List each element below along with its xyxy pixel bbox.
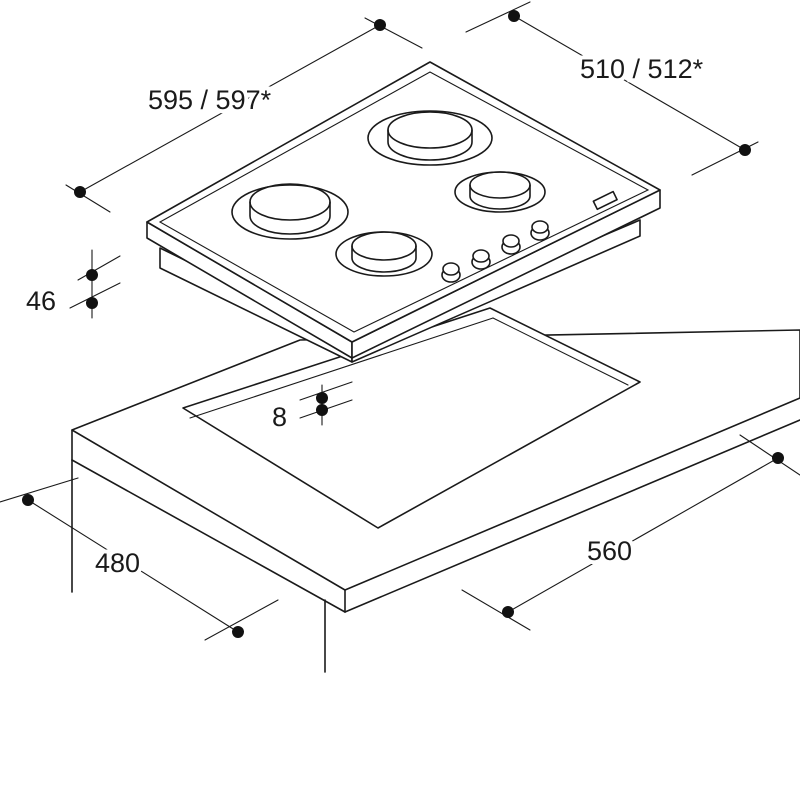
ignition-button — [592, 190, 618, 211]
dim-label-cutout-offset: 8 — [272, 402, 287, 432]
dimension-cutout-width — [461, 434, 800, 631]
hob-top-plate — [146, 61, 661, 343]
knob-2 — [471, 249, 491, 270]
dim-label-hob-width: 595 / 597* — [148, 85, 272, 115]
dimension-hob-height — [69, 249, 121, 319]
dim-label-cutout-depth: 480 — [95, 548, 140, 578]
burner-rear-large — [367, 110, 493, 166]
dimension-hob-depth — [465, 1, 759, 176]
knob-3 — [501, 234, 521, 255]
dim-label-hob-height: 46 — [26, 286, 56, 316]
burner-right-small — [454, 171, 546, 213]
gas-hob — [146, 61, 661, 363]
burner-left-large — [231, 183, 349, 240]
knob-1 — [441, 262, 461, 283]
dimension-hob-width — [65, 17, 423, 213]
dimension-cutout-depth — [0, 477, 279, 641]
control-knobs — [441, 220, 550, 283]
dim-label-cutout-width: 560 — [587, 536, 632, 566]
dim-label-hob-depth: 510 / 512* — [580, 54, 704, 84]
dimension-cutout-offset — [299, 381, 353, 426]
burner-front-small — [335, 231, 433, 277]
knob-4 — [530, 220, 550, 241]
